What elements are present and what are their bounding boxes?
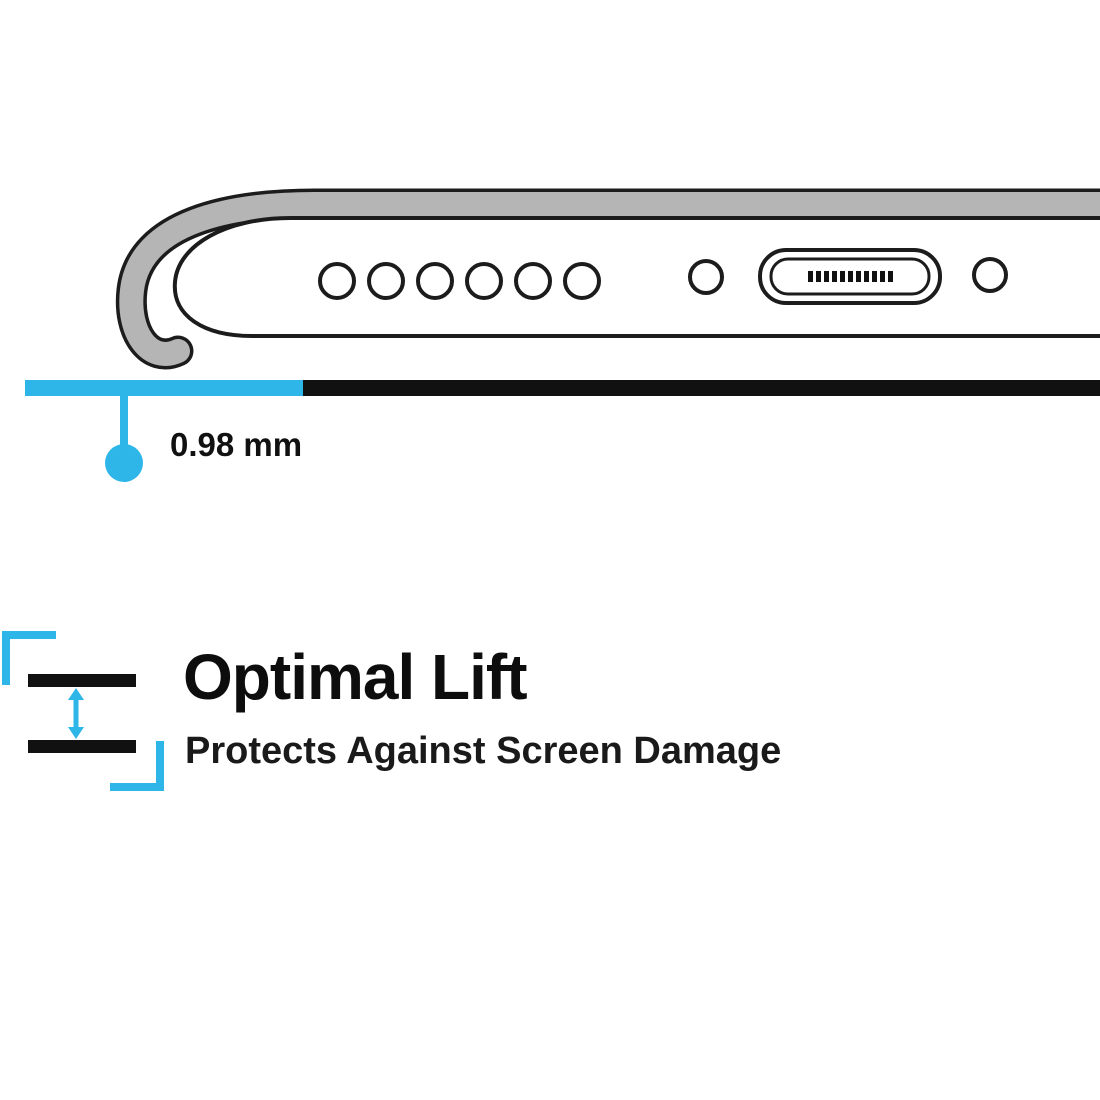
case-profile-fill: [119, 192, 1100, 366]
charging-port-pins: [808, 271, 893, 282]
bracket-bottom-right-icon: [110, 741, 164, 791]
speaker-hole-3: [416, 262, 454, 300]
feature-subtitle: Protects Against Screen Damage: [185, 730, 782, 772]
speaker-hole-6: [563, 262, 601, 300]
speaker-hole-5: [514, 262, 552, 300]
bracket-top-left-icon: [2, 631, 56, 685]
double-arrow-icon: [68, 688, 84, 739]
lift-icon: [2, 631, 164, 791]
lift-gap-bar-cyan: [25, 380, 303, 396]
measure-stem: [120, 396, 128, 448]
screen-plane-bar-black: [303, 380, 1100, 396]
feature-title: Optimal Lift: [183, 641, 528, 713]
lift-bar-bottom: [28, 740, 136, 753]
speaker-hole-1: [318, 262, 356, 300]
fastener-hole-left: [688, 259, 724, 295]
phone-body: [172, 216, 1100, 338]
measure-dot: [105, 444, 143, 482]
fastener-hole-right: [972, 257, 1008, 293]
lift-bar-top: [28, 674, 136, 687]
speaker-hole-4: [465, 262, 503, 300]
phone-bottom-illustration: [25, 188, 1100, 482]
measurement-value: 0.98 mm: [170, 426, 303, 463]
speaker-hole-2: [367, 262, 405, 300]
